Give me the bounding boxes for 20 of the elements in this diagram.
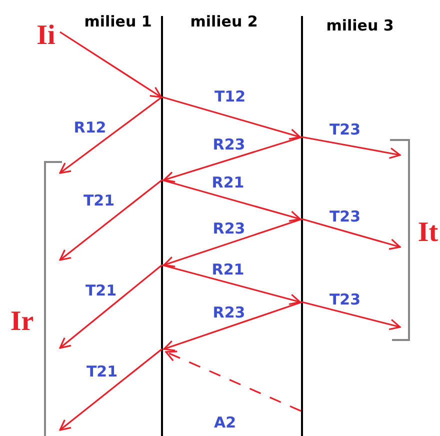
ray-label: R21 [212, 176, 244, 190]
medium-label: milieu 1 [84, 14, 152, 30]
ray-label: T12 [214, 90, 246, 104]
medium-label: milieu 3 [326, 18, 394, 34]
ray-label: R12 [74, 120, 106, 136]
ray-label: T23 [329, 292, 361, 308]
ray-label: T21 [86, 364, 118, 380]
intensity-label: It [418, 219, 438, 247]
medium-label: milieu 2 [190, 14, 258, 30]
ray-label: A2 [214, 416, 236, 430]
ray-label: R21 [212, 262, 244, 278]
intensity-label: Ii [36, 22, 56, 50]
ray-label: T21 [83, 194, 115, 208]
ray-label: R23 [212, 306, 246, 320]
ray-label: T21 [85, 284, 117, 298]
ray-label: R23 [212, 138, 246, 152]
intensity-label: Ir [10, 308, 34, 336]
ray-label: T23 [329, 210, 361, 224]
ray-label: R23 [212, 222, 246, 236]
ray-label: T23 [329, 122, 361, 138]
